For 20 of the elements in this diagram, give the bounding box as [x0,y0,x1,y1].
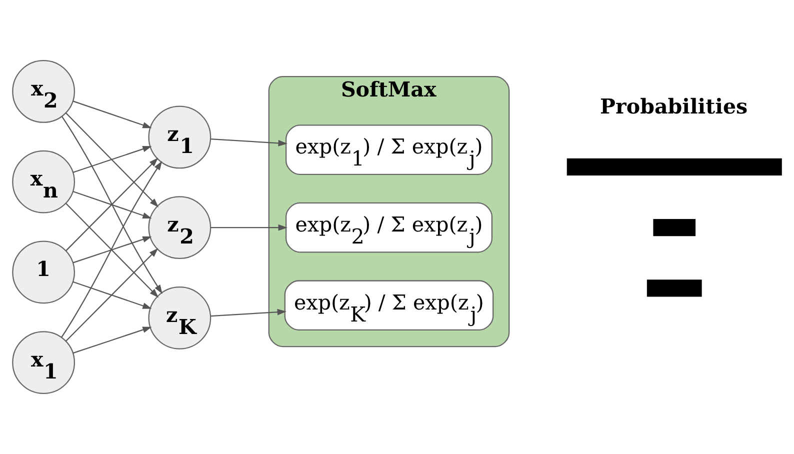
arrow [66,202,159,298]
arrow [72,146,152,173]
label: Probabilities [600,94,748,119]
arrow [72,190,152,219]
node-bar [653,219,696,236]
arrow [66,112,159,208]
arrow [66,158,158,252]
arrow [62,116,162,294]
arrow [210,308,286,317]
arrow [72,100,152,128]
arrow [72,281,152,309]
node-bar [566,158,782,176]
arrow [210,224,288,231]
node-circle: 1 [12,240,76,304]
arrow [72,326,152,354]
node-bar [646,280,702,297]
arrow [66,248,158,342]
arrow [210,138,288,146]
arrow [72,236,152,264]
arrow [61,161,162,338]
